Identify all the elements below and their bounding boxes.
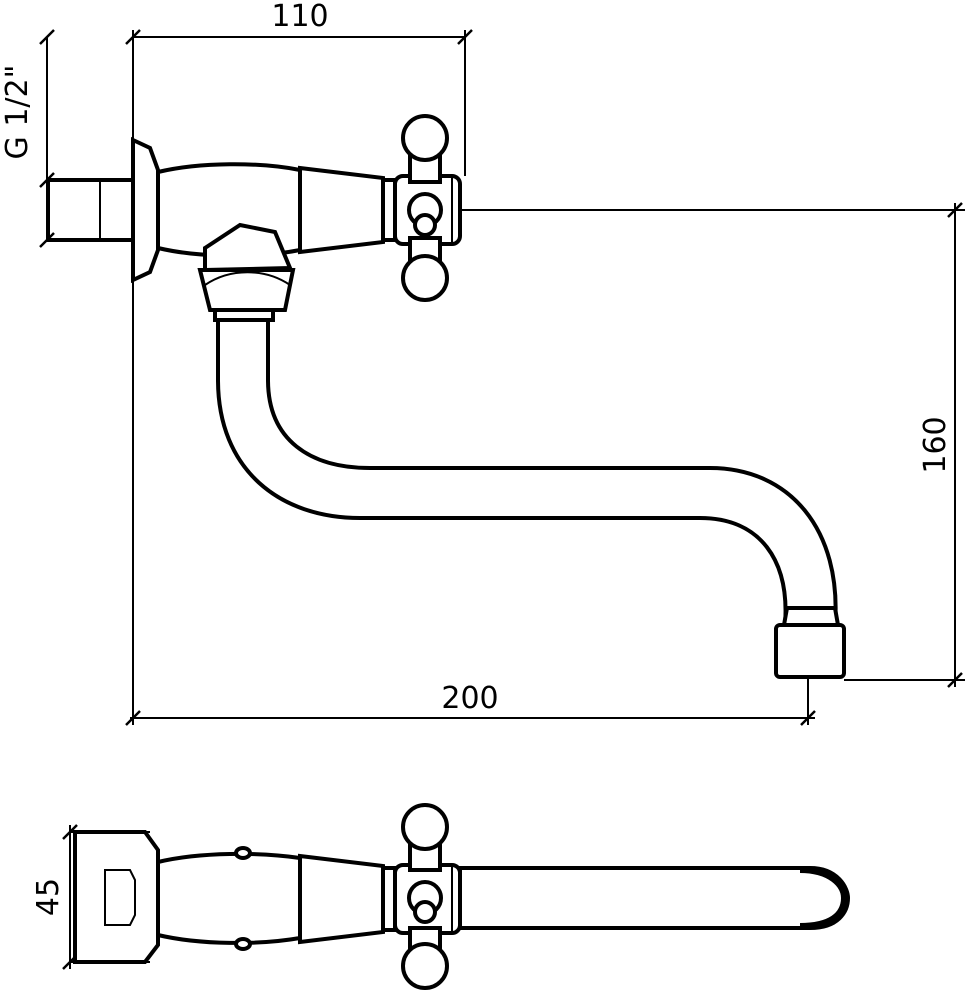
- spout-union: [197, 268, 296, 312]
- top-valve-collar: [298, 853, 385, 945]
- top-spout: [458, 866, 851, 930]
- front-view: [46, 114, 846, 679]
- top-view: [73, 803, 851, 990]
- wall-flange: [131, 136, 160, 284]
- dim-200-label: 200: [441, 681, 498, 716]
- aerator: [774, 623, 846, 679]
- spout-nut: [203, 222, 293, 273]
- valve-collar: [298, 165, 385, 255]
- top-flange: [73, 830, 160, 964]
- dim-110-label: 110: [271, 0, 328, 34]
- dim-160-label: 160: [918, 416, 953, 473]
- dim-thread-label: G 1/2": [0, 65, 35, 160]
- wall-thread: [46, 178, 135, 242]
- dim-45-label: 45: [31, 878, 66, 916]
- top-valve-body: [156, 851, 302, 945]
- spout-pipe: [216, 316, 838, 627]
- spout-band: [781, 606, 841, 627]
